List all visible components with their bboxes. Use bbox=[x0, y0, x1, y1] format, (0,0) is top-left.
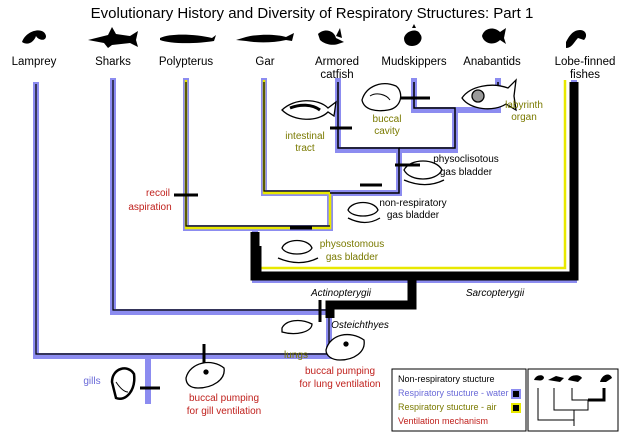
label-physostom-2: gas bladder bbox=[326, 252, 379, 263]
polypterus-icon bbox=[160, 34, 216, 44]
taxon-labels: Lamprey Sharks Polypterus Gar Armored ca… bbox=[12, 56, 616, 81]
label-recoil-2: aspiration bbox=[128, 202, 171, 213]
legend-box bbox=[391, 368, 527, 432]
taxon-label-armored-catfish-line1: Armored bbox=[315, 56, 359, 68]
gar-icon bbox=[236, 33, 294, 43]
structure-illustrations bbox=[110, 78, 517, 401]
lamprey-icon bbox=[22, 30, 46, 44]
taxon-label-gar: Gar bbox=[255, 56, 274, 68]
mudskipper-icon bbox=[404, 24, 422, 46]
label-buccal-gill-1: buccal pumping bbox=[189, 393, 259, 404]
clade-osteichthyes: Osteichthyes bbox=[331, 320, 389, 331]
anabantid-icon bbox=[482, 28, 506, 44]
mini-catfish-icon bbox=[568, 375, 582, 382]
clade-actinopterygii: Actinopterygii bbox=[310, 288, 372, 299]
buccal-lung-fish-icon bbox=[325, 333, 365, 361]
mini-lobefin-icon bbox=[600, 374, 612, 382]
tree-black-layer bbox=[35, 80, 579, 355]
mini-shark-icon bbox=[548, 376, 564, 382]
label-nonresp-1: non-respiratory bbox=[379, 198, 446, 209]
label-physostom-1: physostomous bbox=[320, 239, 384, 250]
taxon-label-anabantids: Anabantids bbox=[463, 56, 521, 68]
diagram-title: Evolutionary History and Diversity of Re… bbox=[91, 5, 534, 22]
taxon-label-lamprey: Lamprey bbox=[12, 56, 57, 68]
label-recoil-1: recoil bbox=[146, 188, 170, 199]
label-buccal-cavity-2: cavity bbox=[374, 126, 400, 137]
legend-air: Respiratory stucture - air bbox=[398, 402, 497, 412]
clade-labels: Actinopterygii Sarcopterygii Osteichthye… bbox=[310, 288, 525, 331]
buccal-gill-fish-icon bbox=[185, 361, 225, 389]
buccal-cavity-fish-icon bbox=[361, 83, 402, 112]
label-intestinal-2: tract bbox=[295, 143, 315, 154]
label-labyrinth-1: labyrinth bbox=[505, 100, 543, 111]
mini-tree bbox=[537, 388, 606, 426]
nonresp-bladder-icon bbox=[347, 201, 381, 224]
label-buccal-cavity-1: buccal bbox=[373, 114, 402, 125]
taxon-label-sharks: Sharks bbox=[95, 56, 131, 68]
legend-water: Respiratory stucture - water bbox=[398, 388, 509, 398]
taxon-label-mudskippers: Mudskippers bbox=[381, 56, 446, 68]
legend-nonresp: Non-respiratory stucture bbox=[398, 374, 495, 384]
armored-catfish-icon bbox=[318, 28, 344, 45]
structure-labels: intestinal tract buccal cavity labyrinth… bbox=[83, 100, 543, 417]
label-physoclist-1: physoclisotous bbox=[433, 154, 499, 165]
taxon-label-polypterus: Polypterus bbox=[159, 56, 214, 68]
legend-ventilation: Ventilation mechanism bbox=[398, 416, 488, 426]
label-buccal-lung-2: for lung ventilation bbox=[299, 379, 380, 390]
lung-icon bbox=[281, 319, 313, 335]
taxon-label-armored-catfish-line2: catfish bbox=[320, 69, 353, 81]
label-intestinal-1: intestinal bbox=[285, 131, 324, 142]
gills-icon bbox=[110, 367, 136, 401]
label-physoclist-2: gas bladder bbox=[440, 167, 493, 178]
label-buccal-gill-2: for gill ventilation bbox=[187, 406, 261, 417]
mini-lamprey-icon bbox=[534, 375, 544, 381]
label-gills: gills bbox=[83, 376, 100, 387]
label-labyrinth-2: organ bbox=[511, 112, 537, 123]
intestinal-fish-icon bbox=[281, 100, 337, 120]
label-buccal-lung-1: buccal pumping bbox=[305, 366, 375, 377]
label-lungs: lungs bbox=[284, 350, 308, 361]
shark-icon bbox=[88, 27, 138, 48]
lobe-finned-icon bbox=[566, 30, 587, 48]
clade-sarcopterygii: Sarcopterygii bbox=[466, 288, 525, 299]
physostom-bladder-icon bbox=[277, 239, 319, 264]
legend: Non-respiratory stucture Respiratory stu… bbox=[391, 368, 619, 432]
labyrinth-fish-icon bbox=[461, 78, 517, 112]
physoclist-bladder-icon bbox=[403, 160, 445, 186]
taxon-label-lobe-finned-line2: fishes bbox=[570, 69, 600, 81]
taxon-label-lobe-finned-line1: Lobe-finned bbox=[555, 56, 616, 68]
label-nonresp-2: gas bladder bbox=[387, 210, 440, 221]
taxon-icons bbox=[22, 24, 587, 48]
